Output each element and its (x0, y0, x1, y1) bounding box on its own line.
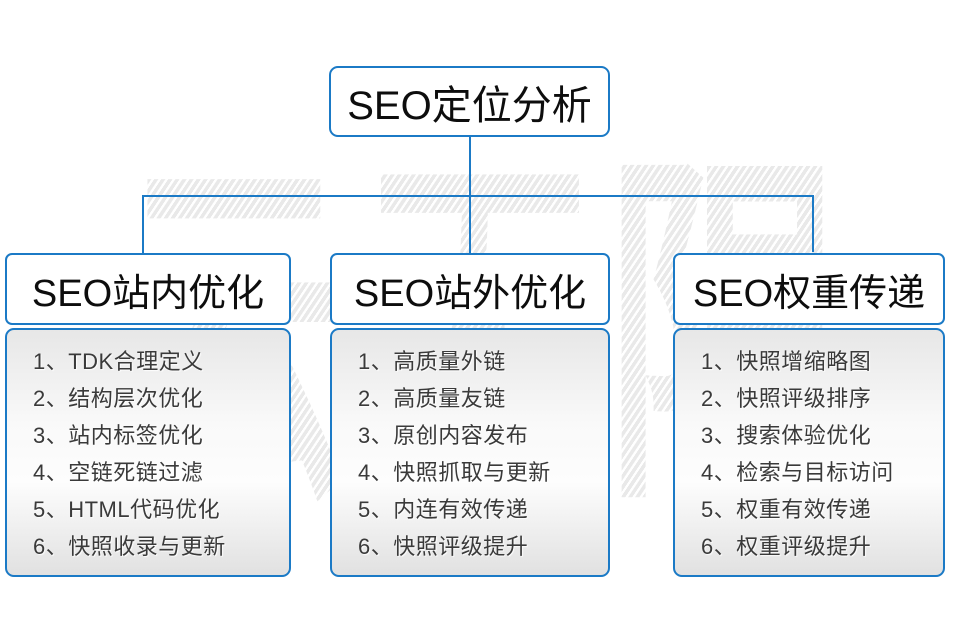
list-offsite-optimization: 1、高质量外链 2、高质量友链 3、原创内容发布 4、快照抓取与更新 5、内连有… (330, 328, 610, 577)
list-item: 5、权重有效传递 (701, 497, 872, 522)
list-item: 4、快照抓取与更新 (358, 460, 551, 485)
header-weight-transfer: SEO权重传递 (673, 253, 945, 325)
list-item: 2、快照评级排序 (701, 386, 872, 411)
list-item: 6、权重评级提升 (701, 534, 872, 559)
root-node-title: SEO定位分析 (329, 66, 610, 137)
list-item: 1、高质量外链 (358, 349, 506, 374)
list-item: 3、原创内容发布 (358, 423, 529, 448)
connector-root-down (469, 137, 471, 197)
header-onsite-optimization: SEO站内优化 (5, 253, 291, 325)
header-offsite-optimization: SEO站外优化 (330, 253, 610, 325)
list-item: 5、HTML代码优化 (33, 497, 221, 522)
list-item: 2、高质量友链 (358, 386, 506, 411)
list-item: 5、内连有效传递 (358, 497, 529, 522)
list-item: 3、搜索体验优化 (701, 423, 872, 448)
list-item: 3、站内标签优化 (33, 423, 204, 448)
connector-middle-drop (469, 196, 471, 254)
list-item: 2、结构层次优化 (33, 386, 204, 411)
list-item: 4、检索与目标访问 (701, 460, 894, 485)
list-item: 1、快照增缩略图 (701, 349, 872, 374)
connector-horizontal (142, 195, 814, 197)
list-item: 1、TDK合理定义 (33, 349, 204, 374)
list-item: 6、快照评级提升 (358, 534, 529, 559)
list-item: 4、空链死链过滤 (33, 460, 204, 485)
list-weight-transfer: 1、快照增缩略图 2、快照评级排序 3、搜索体验优化 4、检索与目标访问 5、权… (673, 328, 945, 577)
connector-right-drop (812, 196, 814, 252)
list-onsite-optimization: 1、TDK合理定义 2、结构层次优化 3、站内标签优化 4、空链死链过滤 5、H… (5, 328, 291, 577)
connector-left-drop (142, 196, 144, 254)
list-item: 6、快照收录与更新 (33, 534, 226, 559)
